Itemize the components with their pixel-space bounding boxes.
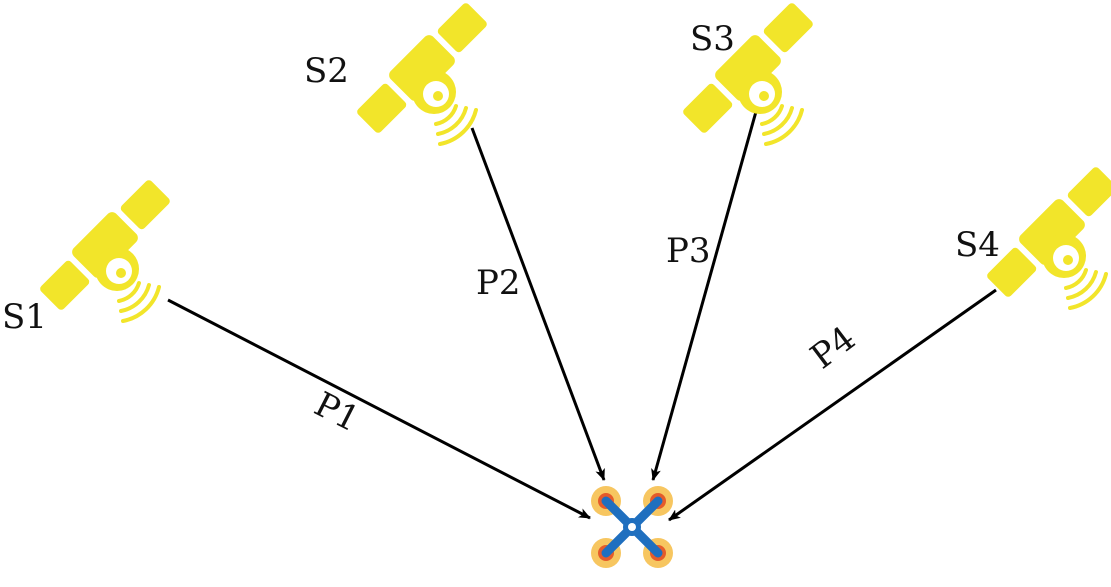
signal-paths [167,107,997,522]
satellite-label-s3: S3 [690,19,735,59]
satellite-s1: S1 [2,173,177,337]
path-label-p2: P2 [476,263,521,303]
path-label-p3: P3 [666,231,711,271]
path-label-p4: P4 [803,318,863,377]
satellite-icon [33,173,177,323]
satellite-label-s1: S1 [2,297,47,337]
satellite-label-s2: S2 [304,51,349,91]
satellite-s4: S4 [955,160,1111,310]
satellite-s3: S3 [676,0,820,146]
drone-frame [601,496,663,558]
path-line-p3 [651,107,759,481]
satellite-icon [350,0,494,146]
path-line-p2 [470,127,606,481]
path-line-p1 [167,298,591,520]
satellite-icon [980,160,1111,310]
path-line-p4 [668,288,997,522]
drone-icon [591,486,673,568]
satellite-s2: S2 [304,0,494,146]
path-label-p1: P1 [308,384,366,440]
satellite-label-s4: S4 [955,225,1000,265]
